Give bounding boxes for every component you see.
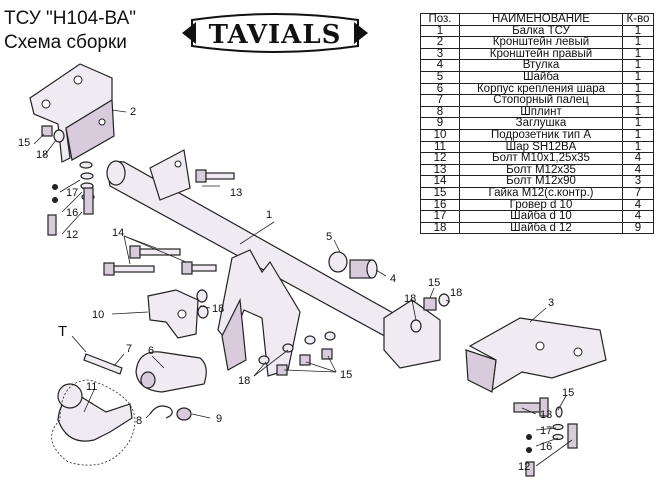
part-quantity: 1 (622, 117, 654, 130)
callout-18-left: 18 (36, 149, 48, 161)
part-quantity: 4 (622, 198, 654, 212)
callout-1: 1 (266, 209, 272, 221)
callout-14: 14 (112, 227, 124, 239)
callout-15-right: 15 (428, 277, 440, 289)
long-bolts (103, 169, 235, 276)
callout-2: 2 (130, 106, 136, 118)
callout-16-left: 16 (66, 207, 78, 219)
right-hardware (410, 293, 578, 477)
part-name: Гровер d 10 (459, 198, 623, 212)
left-hardware (41, 125, 95, 236)
part-quantity: 4 (622, 210, 654, 223)
callout-4: 4 (390, 273, 396, 285)
callout-11: 11 (86, 381, 97, 393)
part-quantity: 9 (622, 221, 654, 235)
callout-17-right: 17 (540, 425, 552, 437)
callout-18-bottom: 18 (238, 375, 250, 387)
left-bracket-part (29, 63, 115, 163)
callout-6: 6 (148, 345, 154, 357)
part-quantity: 1 (622, 140, 654, 154)
col-qty: К-во (622, 13, 654, 26)
part-quantity: 4 (622, 163, 654, 177)
callout-15-left: 15 (18, 137, 30, 149)
callout-16-right: 16 (540, 441, 552, 453)
socket-plate-part (147, 289, 209, 339)
right-bracket-part (465, 317, 607, 393)
part-quantity: 1 (622, 47, 654, 61)
callout-10: 10 (92, 309, 104, 321)
bushing-washer-parts (328, 251, 378, 279)
part-quantity: 1 (622, 24, 654, 38)
diagram-title: ТСУ "Н104-ВА" (4, 8, 136, 29)
part-quantity: 3 (622, 175, 654, 188)
callout-5: 5 (326, 231, 332, 243)
tow-beam-part (106, 149, 441, 377)
part-quantity: 4 (622, 152, 654, 165)
leader-lines (33, 109, 573, 467)
callout-9: 9 (216, 413, 222, 425)
part-quantity: 1 (622, 36, 654, 49)
part-name: Гайка М12(с.контр.) (459, 186, 623, 200)
callout-15-bottom: 15 (340, 369, 352, 381)
callout-18-right-a: 18 (404, 293, 416, 305)
nuts-below-beam (258, 331, 336, 376)
callout-18-socket: 18 (212, 303, 224, 315)
tavials-logo: TAVIALS (182, 13, 368, 53)
part-quantity: 1 (622, 94, 654, 107)
callout-7: 7 (126, 343, 132, 355)
part-quantity: 7 (622, 186, 654, 200)
callout-13-bottom: 13 (540, 409, 552, 421)
callout-17-left: 17 (66, 187, 78, 199)
callout-3: 3 (548, 297, 554, 309)
part-position: 16 (420, 198, 460, 212)
diagram-subtitle: Схема сборки (4, 32, 127, 53)
callout-T: T (58, 323, 67, 340)
logo-text: TAVIALS (209, 20, 342, 50)
ball-assembly-part (51, 351, 207, 466)
part-position: 13 (420, 163, 460, 177)
callout-12-right: 12 (518, 461, 530, 473)
part-quantity: 1 (622, 128, 654, 142)
part-name: Шайба d 12 (459, 221, 623, 235)
part-name: Шайба d 10 (459, 210, 623, 223)
callout-13-top: 13 (230, 187, 242, 199)
part-position: 3 (420, 47, 460, 61)
callout-12-left: 12 (66, 229, 78, 241)
callout-8: 8 (136, 415, 142, 427)
callout-15-right-bottom: 15 (562, 387, 574, 399)
part-position: 17 (420, 210, 460, 223)
parts-table-header: Поз. НАИМЕНОВАНИЕ К-во (420, 13, 654, 26)
callout-18-right-b: 18 (450, 287, 462, 299)
